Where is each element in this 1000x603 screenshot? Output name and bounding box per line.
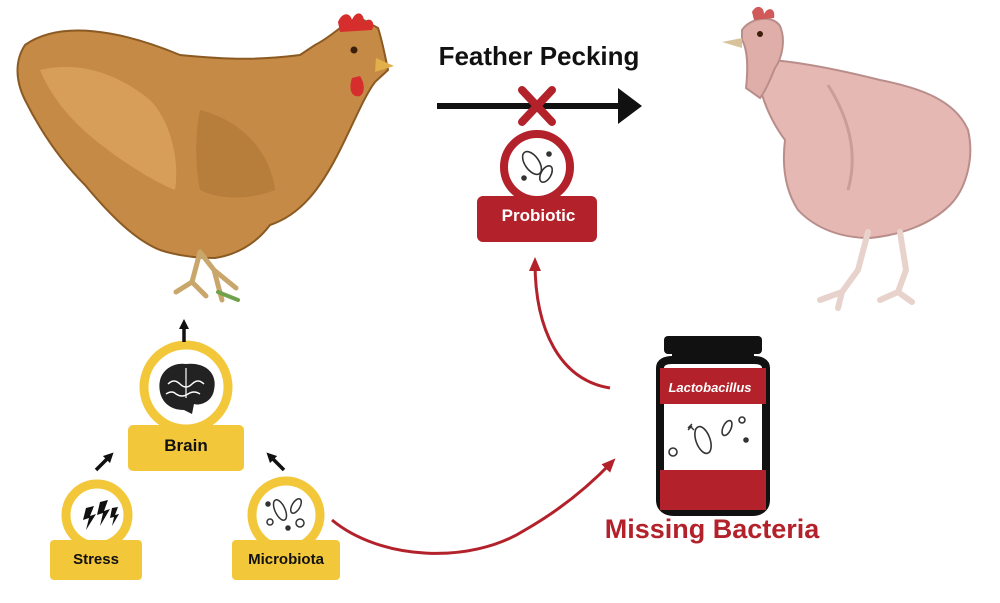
jar-label: Lactobacillus xyxy=(668,380,752,395)
probiotic-label: Probiotic xyxy=(501,206,576,225)
microbiota-label: Microbiota xyxy=(248,551,324,568)
microbiota-to-jar-arrow xyxy=(331,458,616,555)
stress-label: Stress xyxy=(73,551,119,568)
featherless-hen-image xyxy=(722,6,972,311)
brain-node xyxy=(128,340,244,471)
stress-to-brain-arrow xyxy=(94,452,114,472)
microbiota-node xyxy=(232,476,340,580)
brain-icon xyxy=(159,363,215,414)
microbiota-to-brain-arrow xyxy=(266,452,286,472)
stress-icon xyxy=(83,500,119,530)
blocked-x-icon xyxy=(518,86,556,126)
bacteria-icon xyxy=(521,150,554,183)
brain-label: Brain xyxy=(164,436,208,455)
jar-to-probiotic-arrow xyxy=(529,257,611,390)
missing-bacteria-label: Missing Bacteria xyxy=(604,514,820,544)
probiotic-jar-icon xyxy=(656,336,770,516)
microbiota-icon xyxy=(265,498,305,531)
healthy-hen-image xyxy=(16,13,394,303)
stress-node xyxy=(50,479,142,580)
feather-pecking-arrowhead xyxy=(618,88,642,124)
feather-pecking-title: Feather Pecking xyxy=(438,41,640,71)
probiotic-node xyxy=(477,130,597,242)
